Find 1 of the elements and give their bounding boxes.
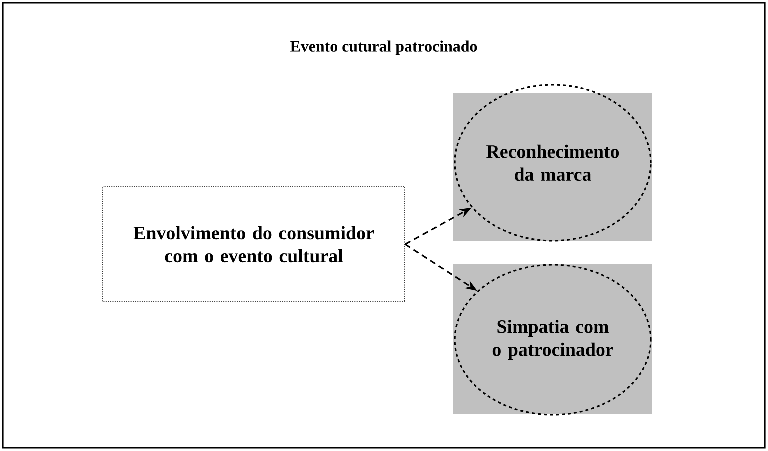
process-box: Envolvimento do consumidor com o evento cultural	[102, 186, 406, 302]
